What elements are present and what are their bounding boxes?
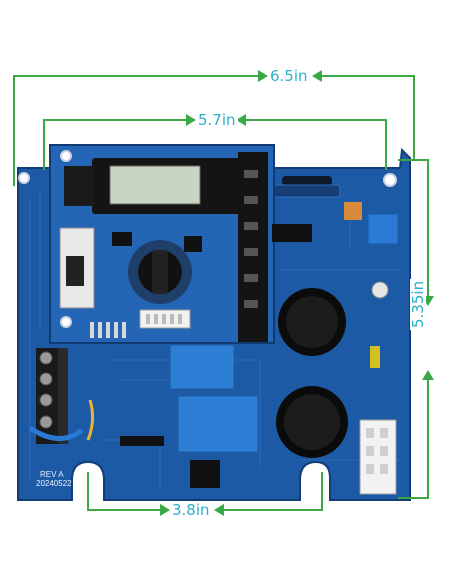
dimension-arrows [13, 75, 429, 511]
rotary-knob-icon [128, 240, 192, 304]
revision-text: REV A [40, 470, 64, 479]
overall-width-label: 6.5in [268, 67, 310, 85]
connector-header-icon [359, 419, 397, 495]
height-label: 5.35in [409, 278, 427, 330]
dip-switch-icon [59, 227, 95, 309]
relay-icon [169, 344, 259, 453]
date-code-text: 20240522 [36, 479, 72, 488]
terminal-block [28, 348, 95, 444]
mount-hole [18, 172, 30, 184]
mount-hole [383, 173, 397, 187]
lcd-board [49, 144, 275, 344]
lcd-display-icon [64, 152, 268, 342]
hole-spacing-label: 3.8in [170, 501, 212, 519]
lcd-width-label: 5.7in [196, 111, 238, 129]
capacitor-icon [276, 281, 389, 458]
